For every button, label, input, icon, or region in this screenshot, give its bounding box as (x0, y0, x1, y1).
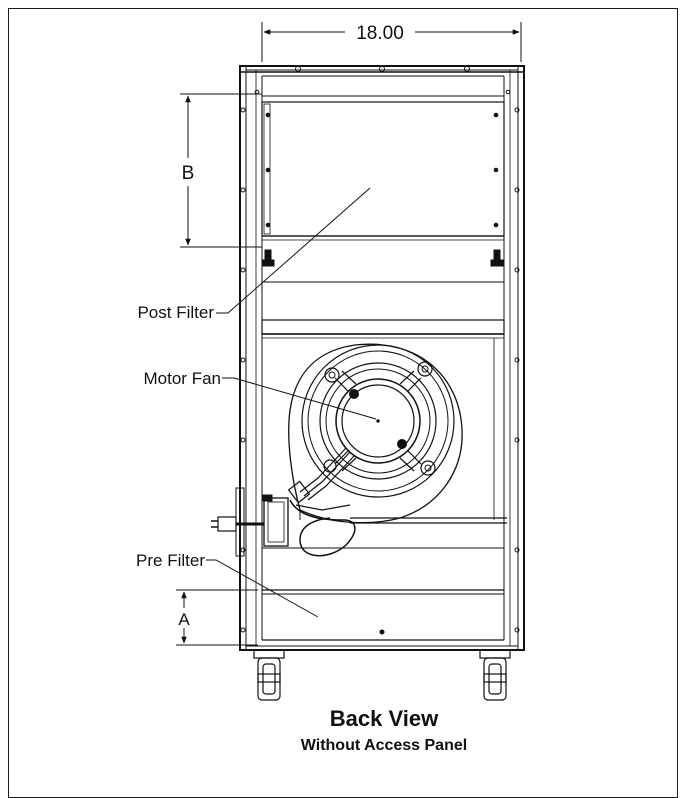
fan-deck (261, 281, 505, 520)
post-filter (261, 95, 505, 241)
filter-clamps (261, 249, 504, 267)
caster-right (479, 649, 511, 701)
a-dimension (176, 589, 258, 646)
electrical-box (211, 487, 289, 557)
a-dimension-label: A (178, 610, 190, 629)
frame-screws (240, 66, 520, 633)
motor-fan-label: Motor Fan (144, 369, 221, 388)
caster-left (253, 649, 285, 701)
pre-filter (262, 547, 504, 641)
b-dimension (180, 93, 262, 248)
wiring-harness (287, 447, 507, 557)
width-dimension (261, 22, 522, 62)
width-dimension-label: 18.00 (356, 23, 404, 44)
cabinet-frame (239, 65, 525, 651)
caption-title: Back View (330, 706, 439, 731)
callout-leaders (206, 187, 377, 618)
pre-filter-label: Pre Filter (136, 551, 205, 570)
b-dimension-label: B (182, 163, 195, 184)
post-filter-label: Post Filter (137, 303, 214, 322)
caption-subtitle: Without Access Panel (301, 737, 467, 754)
motor-fan (288, 343, 463, 524)
